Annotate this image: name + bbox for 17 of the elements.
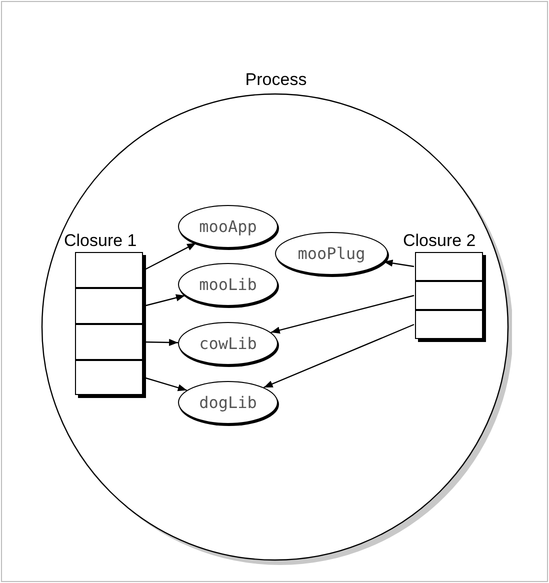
arrow — [144, 294, 186, 307]
stack-cell — [75, 324, 143, 360]
stack-cell — [75, 252, 143, 288]
stack-cell — [75, 360, 143, 395]
arrow — [144, 376, 188, 392]
stack-cell — [415, 252, 483, 281]
arrow — [264, 324, 414, 388]
stack-cell — [415, 310, 483, 339]
arrow — [384, 260, 414, 268]
stack-cell — [75, 288, 143, 324]
arrow — [144, 338, 178, 346]
arrow — [144, 242, 196, 271]
stack-cell — [415, 281, 483, 310]
closure-label: Closure 2 — [403, 231, 476, 251]
closure-label: Closure 1 — [64, 231, 137, 251]
process-label: Process — [244, 70, 308, 90]
arrow — [270, 294, 414, 334]
